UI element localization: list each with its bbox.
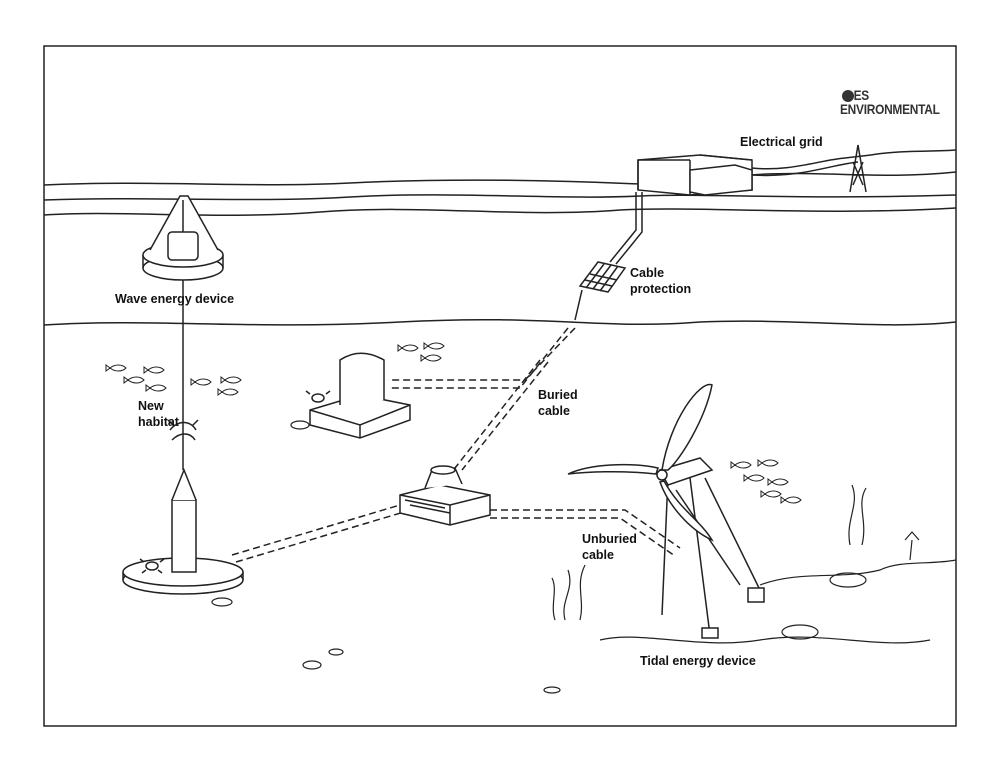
cable-protection-mattress: [578, 261, 627, 293]
seabed-rocks-and-seaweed: [551, 484, 957, 644]
logo-text-es: ES: [853, 87, 870, 103]
es-environmental-logo: ES ENVIRONMENTAL: [840, 88, 940, 116]
subsea-hub: [399, 465, 491, 526]
substation-building: [637, 154, 753, 196]
shore-cable: [609, 192, 643, 265]
flatfish-icons: [211, 420, 561, 694]
label-wave-energy-device: Wave energy device: [115, 292, 235, 306]
buried-cable: [231, 327, 681, 563]
label-tidal-energy-device: Tidal energy device: [640, 654, 756, 668]
label-new-habitat-line2: habitat: [138, 415, 179, 429]
label-new-habitat-line1: New: [138, 399, 164, 413]
label-cable-protection-line2: protection: [630, 282, 692, 296]
label-buried-cable-line2: cable: [538, 404, 570, 418]
label-electrical-grid: Electrical grid: [740, 135, 823, 149]
logo-globe-icon: [842, 90, 854, 102]
electricity-pylon-icon: [751, 144, 957, 193]
wave-device-anchor: [122, 467, 244, 595]
shore-cable-lower: [574, 289, 583, 321]
label-unburied-cable-line1: Unburied: [582, 532, 637, 546]
label-unburied-cable-line2: cable: [582, 548, 614, 562]
fish-school-icons: [105, 342, 802, 504]
tidal-turbine: [567, 383, 765, 639]
seabed-line: [43, 318, 957, 326]
frame-border: [43, 45, 957, 727]
crab-icon: [139, 390, 331, 574]
habitat-growth-icon: [167, 419, 199, 441]
wave-energy-buoy: [142, 195, 224, 281]
label-cable-protection-line1: Cable: [630, 266, 665, 280]
label-buried-cable-line1: Buried: [538, 388, 578, 402]
logo-text-environmental: ENVIRONMENTAL: [840, 101, 940, 117]
seabed-device: [309, 352, 411, 439]
